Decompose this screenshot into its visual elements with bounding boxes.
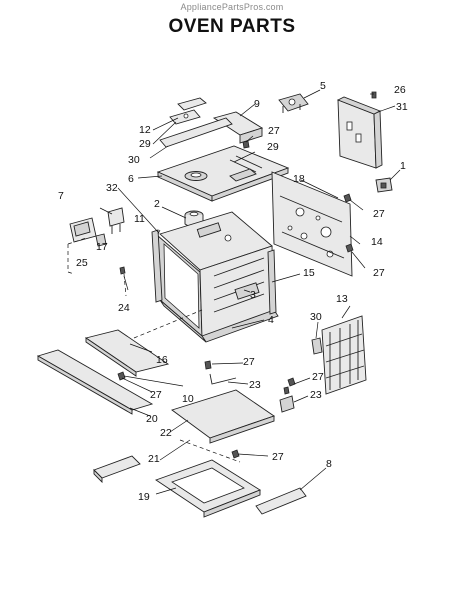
callout-32: 32 bbox=[106, 182, 118, 194]
part-22-trim bbox=[93, 455, 141, 484]
screw-27-bottom-right bbox=[287, 377, 296, 387]
callout-24: 23 bbox=[249, 379, 261, 391]
callout-7: 7 bbox=[58, 190, 64, 202]
part-8-trim bbox=[255, 487, 307, 515]
part-12-28-brackets bbox=[169, 97, 207, 125]
callout-27-c: 27 bbox=[373, 208, 385, 220]
leader-lines bbox=[99, 89, 401, 495]
screw-27-top bbox=[371, 91, 377, 99]
part-5-switch bbox=[278, 93, 309, 113]
part-19-bottom-tray bbox=[155, 459, 261, 518]
callout-12: 12 bbox=[139, 124, 151, 136]
callout-18: 18 bbox=[293, 173, 305, 185]
screw-27-rear-a bbox=[343, 193, 352, 203]
callout-27-e: 27 bbox=[243, 356, 255, 368]
callout-27-f: 27 bbox=[312, 371, 324, 383]
screw-27-lower bbox=[231, 449, 240, 459]
callout-15: 15 bbox=[303, 267, 315, 279]
callout-11: 11 bbox=[134, 213, 145, 225]
callout-21: 21 bbox=[148, 453, 160, 465]
callout-19: 19 bbox=[138, 491, 150, 503]
callout-30: 30 bbox=[310, 311, 322, 323]
assembly-line-21 bbox=[179, 439, 241, 463]
callout-4: 4 bbox=[268, 314, 274, 326]
callout-3: 3 bbox=[250, 289, 256, 301]
part-25-screw bbox=[119, 266, 126, 275]
callout-9: 9 bbox=[254, 98, 260, 110]
callout-27-d: 27 bbox=[373, 267, 385, 279]
part-7-26-17-switches bbox=[69, 207, 125, 247]
screw-27-rear-b bbox=[345, 243, 354, 253]
callout-2: 2 bbox=[154, 198, 160, 210]
callout-16: 16 bbox=[156, 354, 168, 366]
part-31-rear-panel bbox=[336, 96, 383, 169]
callout-27-a: 26 bbox=[394, 84, 406, 96]
part-20-bottom-trim bbox=[36, 349, 154, 415]
callout-8: 8 bbox=[326, 458, 332, 470]
callout-labels: 5 26 31 9 12 27 29 29 30 1 6 18 32 7 2 2… bbox=[58, 80, 408, 503]
screw-27-front bbox=[117, 371, 126, 381]
part-30-clip bbox=[311, 337, 323, 355]
callout-31: 31 bbox=[396, 101, 408, 113]
callout-25: 24 bbox=[118, 302, 130, 314]
assembly-line-16 bbox=[133, 309, 203, 339]
callout-10: 10 bbox=[182, 393, 194, 405]
watermark: AppliancePartsPros.com bbox=[180, 2, 284, 12]
callout-22: 22 bbox=[160, 427, 172, 439]
callout-27-b: 27 bbox=[268, 125, 280, 137]
page-title: OVEN PARTS bbox=[168, 16, 296, 37]
callout-28: 29 bbox=[139, 138, 151, 150]
part-16-trim bbox=[84, 329, 170, 377]
part-13-side-panel bbox=[321, 315, 367, 395]
callout-29-b: 30 bbox=[128, 154, 140, 166]
callout-26: 25 bbox=[76, 257, 88, 269]
oven-cavity bbox=[157, 211, 279, 343]
part-6-top-shield bbox=[156, 145, 290, 202]
callout-27-g: 27 bbox=[150, 389, 162, 401]
callout-20: 20 bbox=[146, 413, 158, 425]
screw-27-mid bbox=[242, 140, 250, 149]
callout-27-h: 27 bbox=[272, 451, 284, 463]
part-14-rear-wall bbox=[271, 171, 353, 277]
callout-1: 1 bbox=[400, 160, 406, 172]
part-1-bracket bbox=[375, 177, 393, 193]
callout-23: 23 bbox=[310, 389, 322, 401]
part-23-bracket bbox=[279, 386, 295, 413]
group-bracket-7 bbox=[67, 237, 87, 275]
callout-5: 5 bbox=[320, 80, 326, 92]
part-24-rod bbox=[204, 360, 237, 385]
callout-17: 17 bbox=[96, 241, 108, 253]
callout-14: 14 bbox=[371, 236, 383, 248]
callout-13: 13 bbox=[336, 293, 348, 305]
callout-29-a: 29 bbox=[267, 141, 279, 153]
callout-6: 6 bbox=[128, 173, 134, 185]
part-29-cross-brace bbox=[159, 117, 233, 148]
part-11-front-trim bbox=[151, 229, 163, 303]
part-21-bottom-panel bbox=[171, 389, 275, 444]
